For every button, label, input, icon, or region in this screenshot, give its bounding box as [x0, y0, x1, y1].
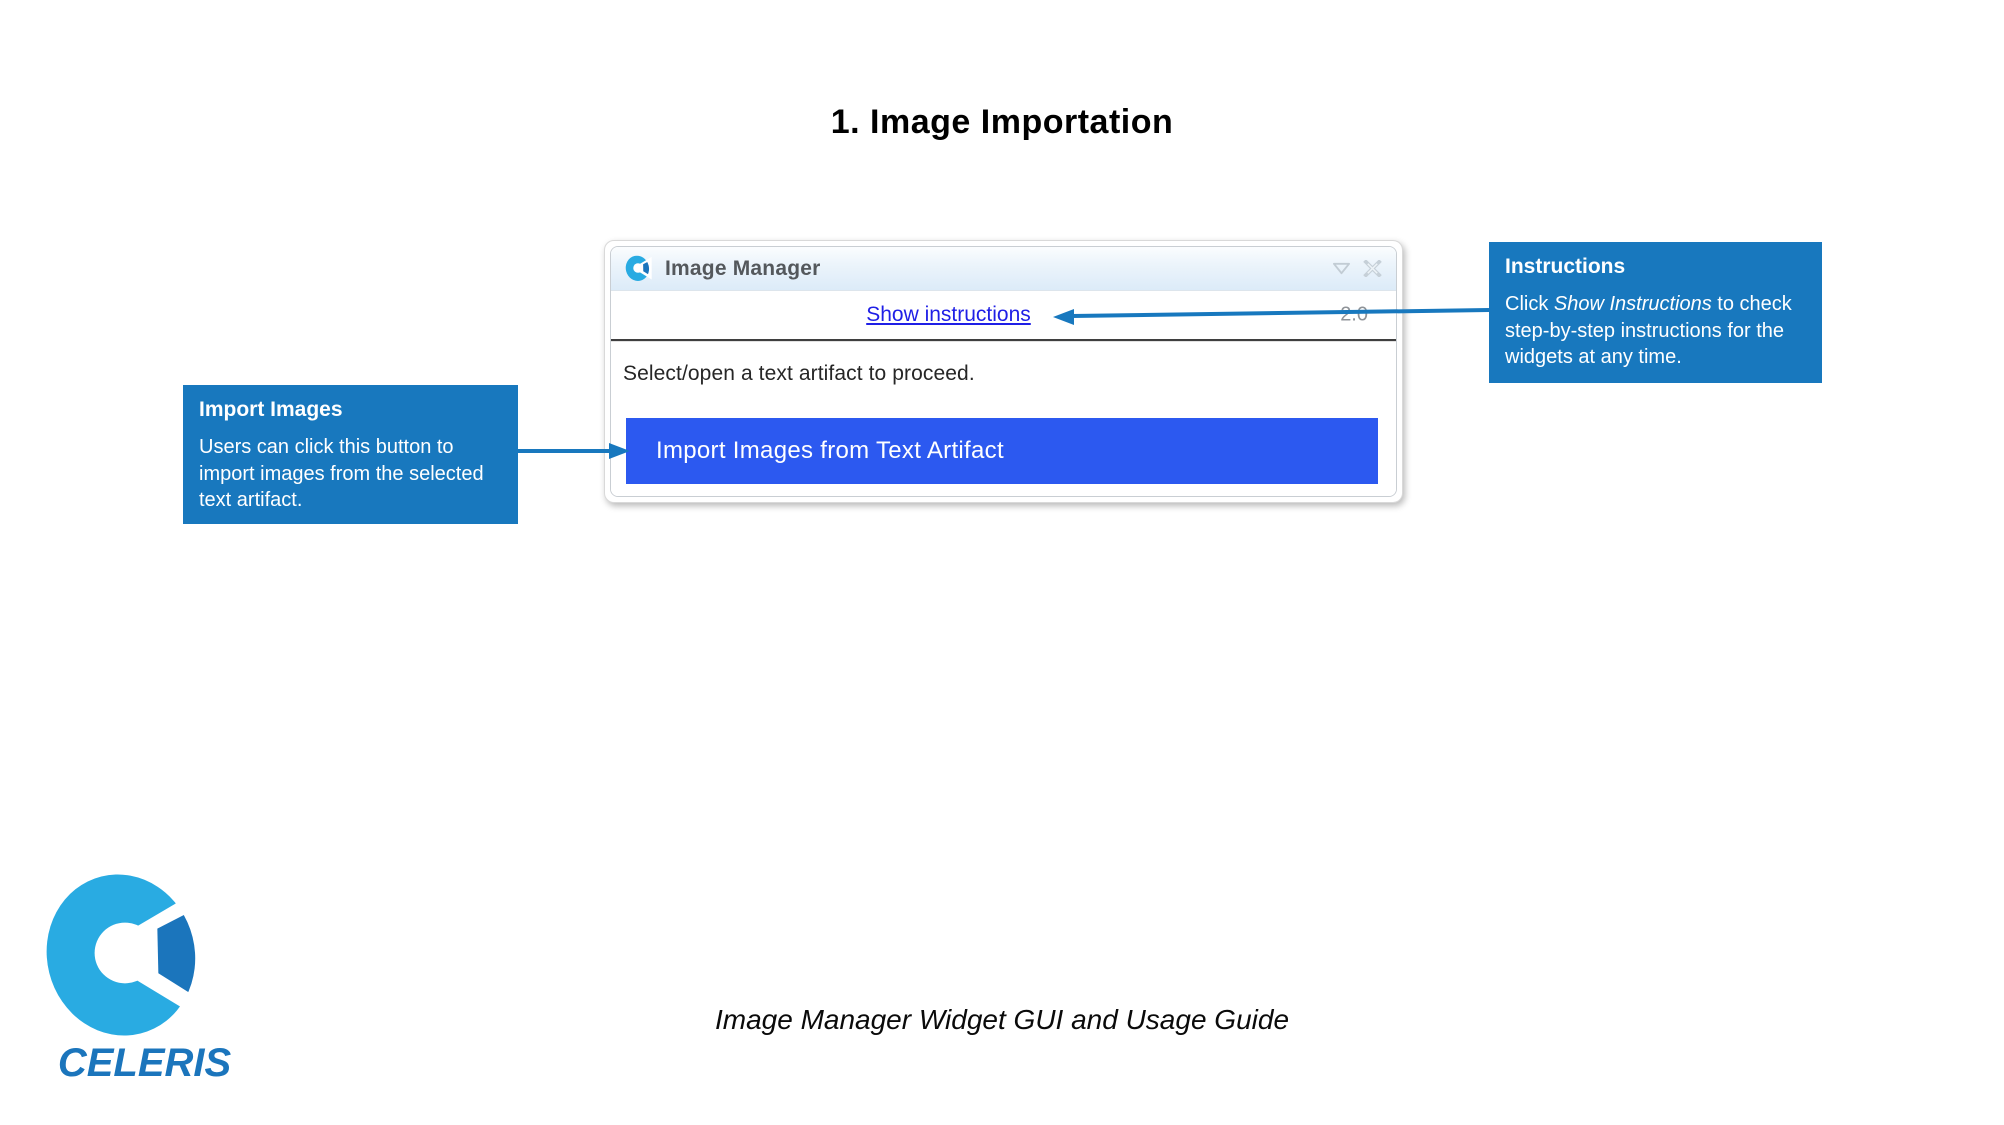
- widget-card: Image Manager Show instructions 2.0 S: [610, 246, 1397, 497]
- import-images-button[interactable]: Import Images from Text Artifact: [626, 418, 1378, 484]
- instructions-body-italic: Show Instructions: [1553, 293, 1712, 315]
- celeris-logo: CELERIS: [42, 872, 252, 1086]
- celeris-logo-icon: [625, 255, 652, 281]
- widget-link-row: Show instructions 2.0: [611, 291, 1396, 339]
- expand-icon[interactable]: [1363, 260, 1382, 277]
- callout-import-body: Users can click this button to import im…: [199, 436, 484, 512]
- callout-import-title: Import Images: [199, 398, 343, 421]
- instructions-body-suffix: to check step-by-step instructions for t…: [1505, 293, 1792, 369]
- instructions-body-prefix: Click: [1505, 293, 1554, 315]
- chevron-down-icon[interactable]: [1332, 260, 1351, 277]
- celeris-logo-icon: [46, 874, 213, 1036]
- footer-caption: Image Manager Widget GUI and Usage Guide: [714, 1004, 1290, 1035]
- callout-instructions-body: Click Show Instructions to check step-by…: [1505, 291, 1806, 371]
- widget-header-icons: [1332, 260, 1382, 277]
- widget-divider: [611, 339, 1396, 342]
- widget-title: Image Manager: [665, 256, 821, 280]
- callout-instructions: Instructions Click Show Instructions to …: [1489, 242, 1822, 383]
- status-message: Select/open a text artifact to proceed.: [623, 362, 975, 385]
- callout-import-images: Import Images Users can click this butto…: [183, 385, 518, 524]
- image-manager-widget: Image Manager Show instructions 2.0 S: [604, 240, 1403, 503]
- show-instructions-link[interactable]: Show instructions: [866, 303, 1031, 326]
- callout-instructions-title: Instructions: [1505, 255, 1626, 278]
- widget-body: Select/open a text artifact to proceed. …: [611, 342, 1396, 496]
- celeris-wordmark: CELERIS: [57, 1041, 232, 1085]
- widget-header: Image Manager: [611, 247, 1396, 291]
- page-title: 1. Image Importation: [830, 103, 1174, 141]
- widget-version-label: 2.0: [1340, 303, 1368, 326]
